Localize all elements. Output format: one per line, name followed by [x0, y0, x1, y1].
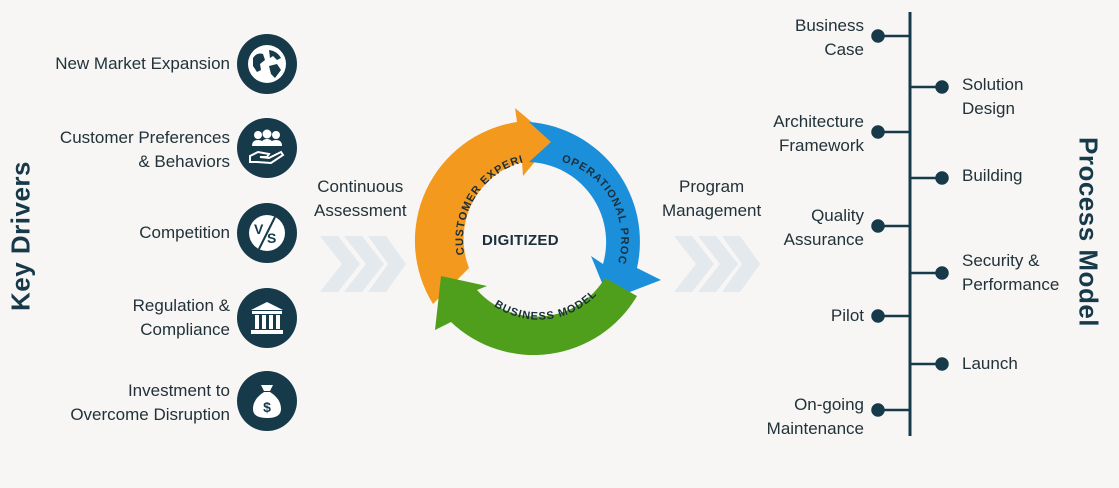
driver-label: Competition	[139, 223, 230, 242]
business-model-arrow	[435, 276, 637, 356]
process-step-security-performance: Security &Performance	[962, 251, 1060, 294]
process-timeline	[871, 12, 949, 436]
digitized-center-label: DIGITIZED	[482, 232, 559, 249]
driver-label: New Market Expansion	[55, 54, 230, 73]
svg-text:V: V	[254, 221, 264, 237]
process-step-launch: Launch	[962, 354, 1018, 373]
chevron-arrows-right	[674, 236, 760, 292]
svg-text:$: $	[263, 399, 271, 415]
digitized-cycle-diagram: CUSTOMER EXPERIENCE OPERATIONAL PROCESS …	[405, 100, 661, 356]
driver-label: Regulation &Compliance	[132, 296, 230, 339]
customer-experience-arrow	[414, 108, 553, 304]
svg-text:S: S	[267, 230, 276, 246]
driver-label: Customer Preferences& Behaviors	[59, 128, 230, 171]
government-building-icon	[237, 288, 297, 348]
process-model-title: Process Model	[1073, 136, 1104, 328]
process-step-pilot: Pilot	[830, 306, 864, 325]
chevron-arrows-left	[320, 236, 406, 292]
key-drivers-title: Key Drivers	[5, 160, 36, 312]
globe-icon	[237, 34, 297, 94]
operational-process-arrow	[529, 122, 661, 300]
people-hand-icon	[237, 118, 297, 178]
money-bag-icon: $	[237, 371, 297, 431]
versus-icon: V S	[237, 203, 297, 263]
process-step-building: Building	[962, 166, 1023, 185]
